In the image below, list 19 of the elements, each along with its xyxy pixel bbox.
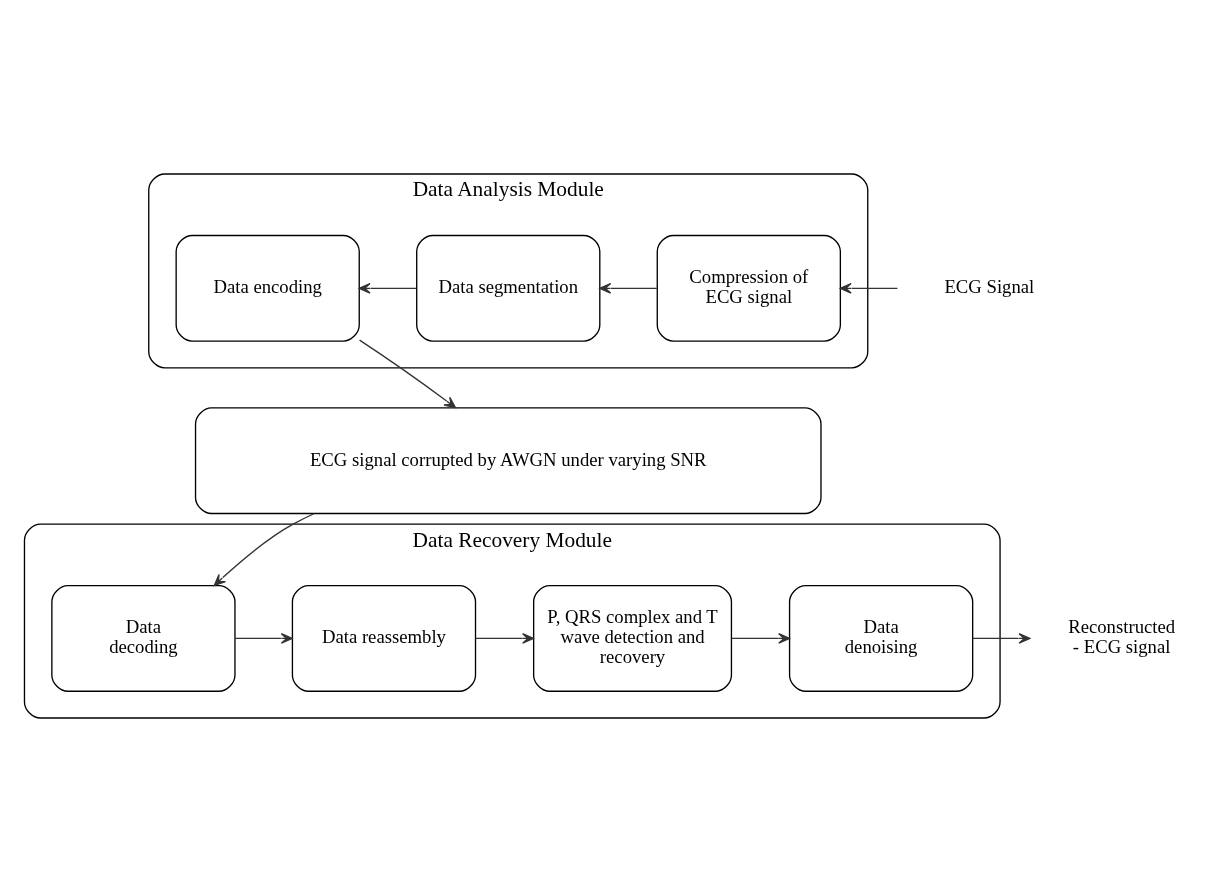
arrow — [358, 282, 417, 294]
node-box: Data reassembly — [291, 585, 477, 692]
arrow — [234, 632, 293, 644]
node-box: Data denoising — [788, 585, 974, 692]
node-box: Data decoding — [51, 585, 236, 692]
node-box: Compression of ECG signal — [656, 234, 842, 342]
node-box: ECG signal corrupted by AWGN under varying SNR — [194, 407, 822, 515]
arrow — [475, 632, 534, 644]
arrow — [213, 513, 315, 586]
node-text: Reconstructed - ECG signal — [1068, 616, 1176, 658]
node-box: Data segmentation — [416, 234, 601, 342]
node-text: ECG Signal — [944, 276, 1035, 298]
arrow — [972, 632, 1031, 644]
arrow — [730, 632, 791, 644]
arrow — [599, 282, 658, 294]
node-box: P, QRS complex and T wave detection and recovery — [533, 585, 733, 692]
arrow — [358, 339, 457, 409]
node-box: Data encoding — [175, 234, 360, 342]
arrow — [839, 282, 899, 294]
